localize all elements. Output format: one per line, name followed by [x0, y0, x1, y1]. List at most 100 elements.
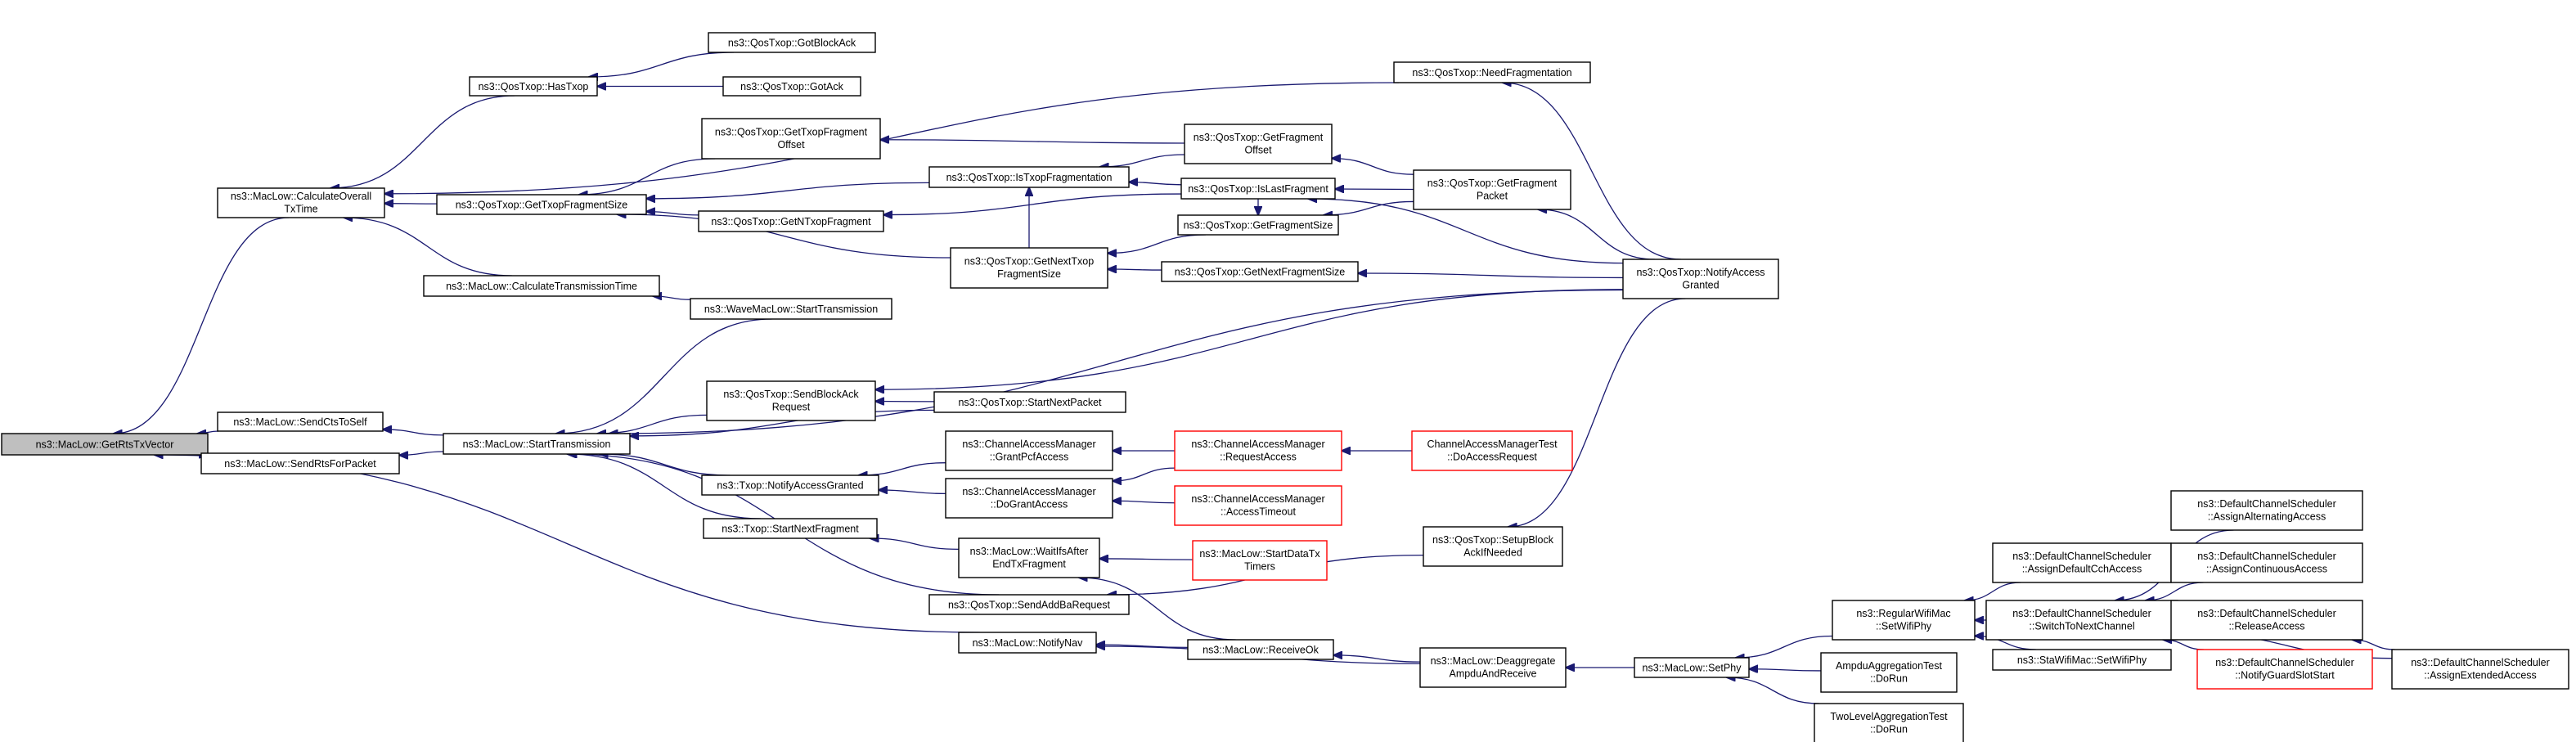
edge-get-n-txop-frag-to-get-txop-frag-size [646, 212, 699, 215]
node-box [2196, 649, 2373, 690]
node-is-txop-frag[interactable]: ns3::QosTxop::IsTxopFragmentation [928, 166, 1130, 188]
node-box [2170, 542, 2363, 583]
edge-receive-ok-to-notify-nav [1096, 645, 1189, 647]
edge-start-data-tx-timers-to-wait-ifs [1099, 559, 1194, 560]
node-got-ack[interactable]: ns3::QosTxop::GotAck [722, 76, 861, 97]
node-box [1184, 124, 1333, 164]
node-box [945, 478, 1113, 519]
edge-txop-start-next-frag-to-start-transmission [567, 454, 762, 519]
node-notify-nav[interactable]: ns3::MacLow::NotifyNav [958, 632, 1097, 654]
node-label: ns3::QosTxop::GetTxopFragmentSize [456, 200, 628, 211]
node-has-txop[interactable]: ns3::QosTxop::HasTxop [469, 76, 598, 97]
node-start-transmission[interactable]: ns3::MacLow::StartTransmission [443, 433, 631, 455]
node-cam-access-timeout[interactable]: ns3::ChannelAccessManager::AccessTimeout [1174, 485, 1342, 526]
node-start-next-packet[interactable]: ns3::QosTxop::StartNextPacket [933, 391, 1126, 413]
node-box [1411, 430, 1573, 471]
node-release-access[interactable]: ns3::DefaultChannelScheduler::ReleaseAcc… [2170, 600, 2363, 641]
node-label: TwoLevelAggregationTest [1830, 711, 1948, 722]
node-label: ns3::DefaultChannelScheduler [2012, 608, 2151, 619]
node-txop-notify-access[interactable]: ns3::Txop::NotifyAccessGranted [701, 474, 879, 496]
edge-start-next-packet-to-start-transmission [630, 409, 935, 435]
node-need-fragmentation[interactable]: ns3::QosTxop::NeedFragmentation [1393, 61, 1591, 83]
node-send-rts[interactable]: ns3::MacLow::SendRtsForPacket [200, 452, 400, 474]
node-sta-set-wifi-phy[interactable]: ns3::StaWifiMac::SetWifiPhy [1992, 649, 2172, 671]
node-root[interactable]: ns3::MacLow::GetRtsTxVector [1, 433, 209, 456]
node-notify-guard-slot[interactable]: ns3::DefaultChannelScheduler::NotifyGuar… [2196, 649, 2373, 690]
edge-notify-access-granted-to-setup-block-ack [1508, 298, 1686, 527]
edge-wait-ifs-to-txop-start-next-frag [870, 538, 960, 551]
node-got-block-ack[interactable]: ns3::QosTxop::GotBlockAck [708, 32, 876, 53]
graph-edges [114, 52, 2395, 704]
node-label: AmpduAndReceive [1449, 668, 1536, 680]
node-ampdu-test[interactable]: AmpduAggregationTest::DoRun [1820, 652, 1958, 693]
node-box [933, 391, 1126, 413]
node-calc-trans-time[interactable]: ns3::MacLow::CalculateTransmissionTime [423, 275, 660, 297]
node-label: ns3::WaveMacLow::StartTransmission [704, 304, 878, 315]
node-set-phy[interactable]: ns3::MacLow::SetPhy [1634, 657, 1750, 678]
edge-assign-default-cch-to-regular-set-wifi-phy [1965, 582, 2021, 600]
node-assign-default-cch[interactable]: ns3::DefaultChannelScheduler::AssignDefa… [1992, 542, 2172, 583]
node-get-n-txop-frag[interactable]: ns3::QosTxop::GetNTxopFragment [698, 210, 884, 232]
node-cam-grant-pcf[interactable]: ns3::ChannelAccessManager::GrantPcfAcces… [945, 430, 1113, 471]
node-label: Request [772, 402, 811, 413]
node-box [958, 537, 1100, 578]
node-get-fragment-size[interactable]: ns3::QosTxop::GetFragmentSize [1177, 214, 1339, 236]
node-cam-do-grant[interactable]: ns3::ChannelAccessManager::DoGrantAccess [945, 478, 1113, 519]
node-send-cts[interactable]: ns3::MacLow::SendCtsToSelf [217, 411, 384, 432]
node-label: ns3::QosTxop::GetFragment [1427, 178, 1558, 189]
node-box [1174, 485, 1342, 526]
node-send-add-ba[interactable]: ns3::QosTxop::SendAddBaRequest [928, 594, 1130, 615]
node-box [2391, 649, 2569, 690]
node-label: ::AssignAlternatingAccess [2208, 511, 2326, 523]
node-regular-set-wifi-phy[interactable]: ns3::RegularWifiMac::SetWifiPhy [1832, 600, 1976, 641]
edge-get-fragment-size-to-get-next-txop-frag-size [1108, 234, 1207, 254]
node-box [698, 210, 884, 232]
edge-is-txop-frag-to-get-txop-frag-size [646, 182, 930, 198]
node-label: ns3::MacLow::ReceiveOk [1203, 645, 1319, 656]
node-label: ns3::DefaultChannelScheduler [2012, 551, 2151, 562]
edge-notify-access-granted-to-start-transmission [609, 289, 1624, 434]
node-label: ns3::QosTxop::GotBlockAck [728, 38, 856, 49]
node-label: ns3::QosTxop::NeedFragmentation [1412, 67, 1571, 79]
node-txop-start-next-frag[interactable]: ns3::Txop::StartNextFragment [703, 518, 878, 539]
node-box [436, 194, 647, 215]
node-label: ns3::ChannelAccessManager [1191, 438, 1324, 450]
node-wave-start-trans[interactable]: ns3::WaveMacLow::StartTransmission [690, 298, 892, 320]
node-assign-continuous[interactable]: ns3::DefaultChannelScheduler::AssignCont… [2170, 542, 2363, 583]
node-label: ns3::QosTxop::SetupBlock [1432, 534, 1554, 546]
edge-notify-access-granted-to-get-next-fragment-size [1358, 273, 1624, 279]
node-box [1814, 703, 1964, 742]
node-assign-extended[interactable]: ns3::DefaultChannelScheduler::AssignExte… [2391, 649, 2569, 690]
node-label: ns3::Txop::NotifyAccessGranted [717, 480, 863, 492]
node-box [706, 380, 876, 421]
node-two-level-test[interactable]: TwoLevelAggregationTest::DoRun [1814, 703, 1964, 742]
node-cam-request-access[interactable]: ns3::ChannelAccessManager::RequestAccess [1174, 430, 1342, 471]
edge-ampdu-test-to-set-phy [1749, 669, 1822, 671]
node-label: ns3::MacLow::Deaggregate [1431, 655, 1556, 667]
node-get-next-fragment-size[interactable]: ns3::QosTxop::GetNextFragmentSize [1161, 261, 1359, 282]
edge-calc-trans-time-to-calc-overall [344, 218, 512, 277]
node-assign-alternating[interactable]: ns3::DefaultChannelScheduler::AssignAlte… [2170, 490, 2363, 531]
node-get-txop-frag-size[interactable]: ns3::QosTxop::GetTxopFragmentSize [436, 194, 647, 215]
node-label: ns3::MacLow::SendCtsToSelf [233, 416, 367, 428]
node-receive-ok[interactable]: ns3::MacLow::ReceiveOk [1187, 639, 1334, 660]
edge-get-fragment-offset-to-get-txop-frag-offset [880, 140, 1185, 143]
node-notify-access-granted[interactable]: ns3::QosTxop::NotifyAccessGranted [1622, 259, 1779, 299]
node-label: Granted [1682, 280, 1719, 291]
node-switch-next-channel[interactable]: ns3::DefaultChannelScheduler::SwitchToNe… [1985, 600, 2178, 641]
node-is-last-fragment[interactable]: ns3::QosTxop::IsLastFragment [1180, 178, 1336, 200]
node-cam-test-do-access[interactable]: ChannelAccessManagerTest::DoAccessReques… [1411, 430, 1573, 471]
edge-regular-set-wifi-phy-to-set-phy [1736, 635, 1833, 658]
edge-get-next-txop-frag-size-to-get-txop-frag-size [617, 214, 951, 259]
